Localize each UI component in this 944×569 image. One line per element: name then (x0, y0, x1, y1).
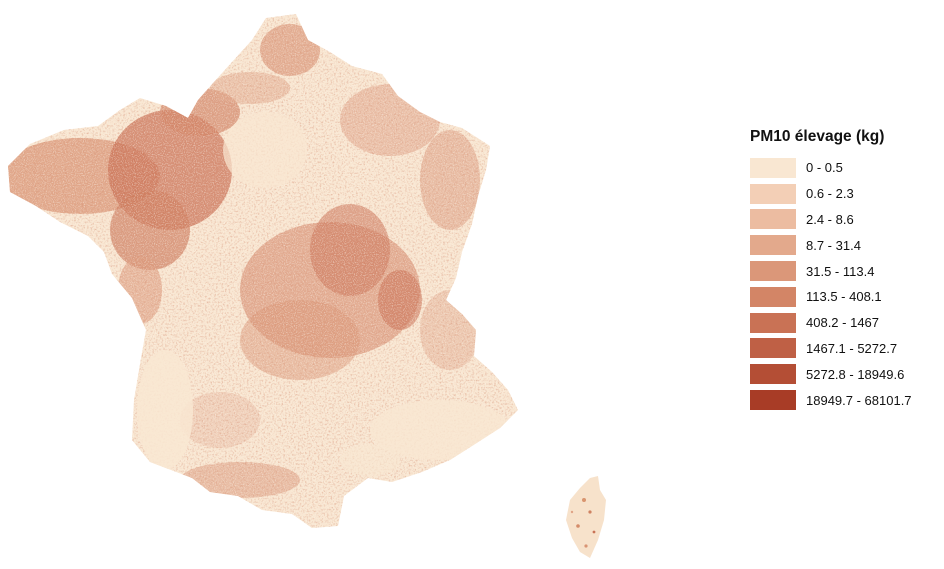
legend-label: 0 - 0.5 (806, 160, 843, 176)
legend-swatch (750, 235, 796, 256)
legend-swatch (750, 183, 796, 204)
legend-item: 5272.8 - 18949.6 (750, 361, 940, 387)
legend-rows: 0 - 0.5 0.6 - 2.3 2.4 - 8.6 8.7 - 31.4 3… (750, 155, 940, 413)
legend-item: 2.4 - 8.6 (750, 207, 940, 233)
legend-swatch (750, 338, 796, 359)
legend-label: 8.7 - 31.4 (806, 237, 861, 253)
legend-swatch (750, 286, 796, 307)
legend-item: 0.6 - 2.3 (750, 181, 940, 207)
legend-label: 31.5 - 113.4 (806, 263, 875, 279)
legend-item: 408.2 - 1467 (750, 310, 940, 336)
legend-label: 113.5 - 408.1 (806, 289, 882, 305)
legend-item: 18949.7 - 68101.7 (750, 387, 940, 413)
legend-swatch (750, 390, 796, 411)
legend-label: 5272.8 - 18949.6 (806, 366, 905, 382)
legend-item: 0 - 0.5 (750, 155, 940, 181)
legend-label: 0.6 - 2.3 (806, 186, 854, 202)
legend-item: 31.5 - 113.4 (750, 258, 940, 284)
legend-swatch (750, 209, 796, 230)
map-canvas (8, 14, 606, 558)
legend-item: 1467.1 - 5272.7 (750, 336, 940, 362)
map-legend: PM10 élevage (kg) 0 - 0.5 0.6 - 2.3 2.4 … (750, 128, 940, 413)
legend-item: 8.7 - 31.4 (750, 232, 940, 258)
corse (566, 476, 606, 558)
legend-label: 1467.1 - 5272.7 (806, 340, 898, 356)
legend-item: 113.5 - 408.1 (750, 284, 940, 310)
corse-texture (570, 498, 596, 548)
legend-title: PM10 élevage (kg) (750, 128, 885, 145)
legend-swatch (750, 261, 796, 282)
legend-label: 408.2 - 1467 (806, 315, 880, 331)
legend-swatch (750, 157, 796, 178)
legend-swatch (750, 312, 796, 333)
legend-label: 2.4 - 8.6 (806, 211, 854, 227)
choropleth-map (8, 14, 606, 558)
legend-swatch (750, 364, 796, 385)
legend-label: 18949.7 - 68101.7 (806, 392, 912, 408)
